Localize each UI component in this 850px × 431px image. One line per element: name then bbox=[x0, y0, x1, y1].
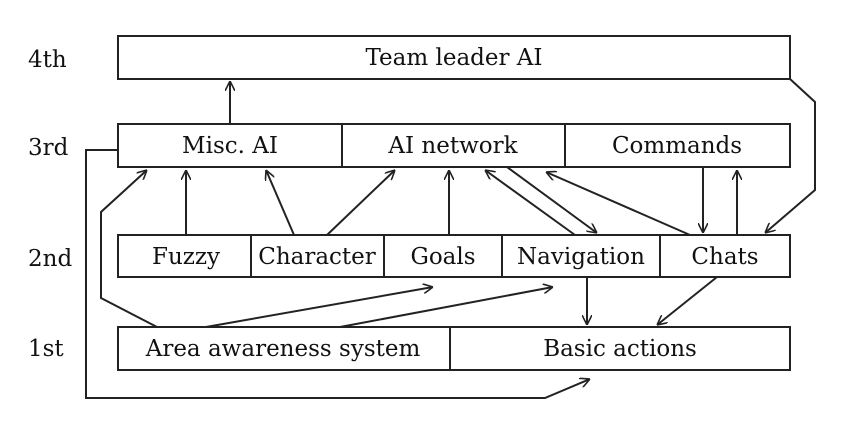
level-label-4th: 4th bbox=[28, 47, 67, 73]
arrow-character-to-misc-ai bbox=[266, 170, 295, 236]
arrow-area-awareness-to-goals bbox=[205, 287, 433, 328]
fuzzy-label: Fuzzy bbox=[152, 244, 220, 270]
arrow-area-awareness-to-misc-ai bbox=[100, 170, 158, 328]
arrow-navigation-to-ai-network bbox=[485, 170, 576, 236]
navigation-label: Navigation bbox=[517, 244, 645, 270]
level-label-3rd: 3rd bbox=[28, 135, 69, 161]
arrow-ai-network-to-navigation bbox=[506, 166, 597, 233]
area-awareness-label: Area awareness system bbox=[145, 336, 421, 362]
ai-network-label: AI network bbox=[387, 133, 518, 159]
team-leader-ai-label: Team leader AI bbox=[365, 45, 542, 71]
level-label-2nd: 2nd bbox=[28, 246, 72, 272]
tier2-row: Fuzzy Character Goals Navigation Chats bbox=[117, 234, 791, 278]
arrow-character-to-ai-network bbox=[326, 170, 395, 236]
arrow-team-leader-to-chats bbox=[765, 78, 816, 233]
arrow-left-loop-to-basic-actions bbox=[85, 149, 590, 399]
level-label-1st: 1st bbox=[28, 336, 64, 362]
tier3-row: Misc. AI AI network Commands bbox=[117, 123, 791, 168]
misc-ai-label: Misc. AI bbox=[182, 133, 278, 159]
commands-label: Commands bbox=[612, 133, 742, 159]
arrow-area-awareness-to-navigation bbox=[339, 287, 553, 328]
chats-label: Chats bbox=[691, 244, 758, 270]
character-label: Character bbox=[258, 244, 376, 270]
tier1-row: Area awareness system Basic actions bbox=[117, 326, 791, 371]
basic-actions-label: Basic actions bbox=[543, 336, 697, 362]
team-leader-ai-box: Team leader AI bbox=[117, 35, 791, 80]
goals-label: Goals bbox=[410, 244, 475, 270]
arrow-chats-to-basic-actions bbox=[657, 276, 718, 325]
arrow-chats-to-ai-network bbox=[546, 172, 691, 236]
